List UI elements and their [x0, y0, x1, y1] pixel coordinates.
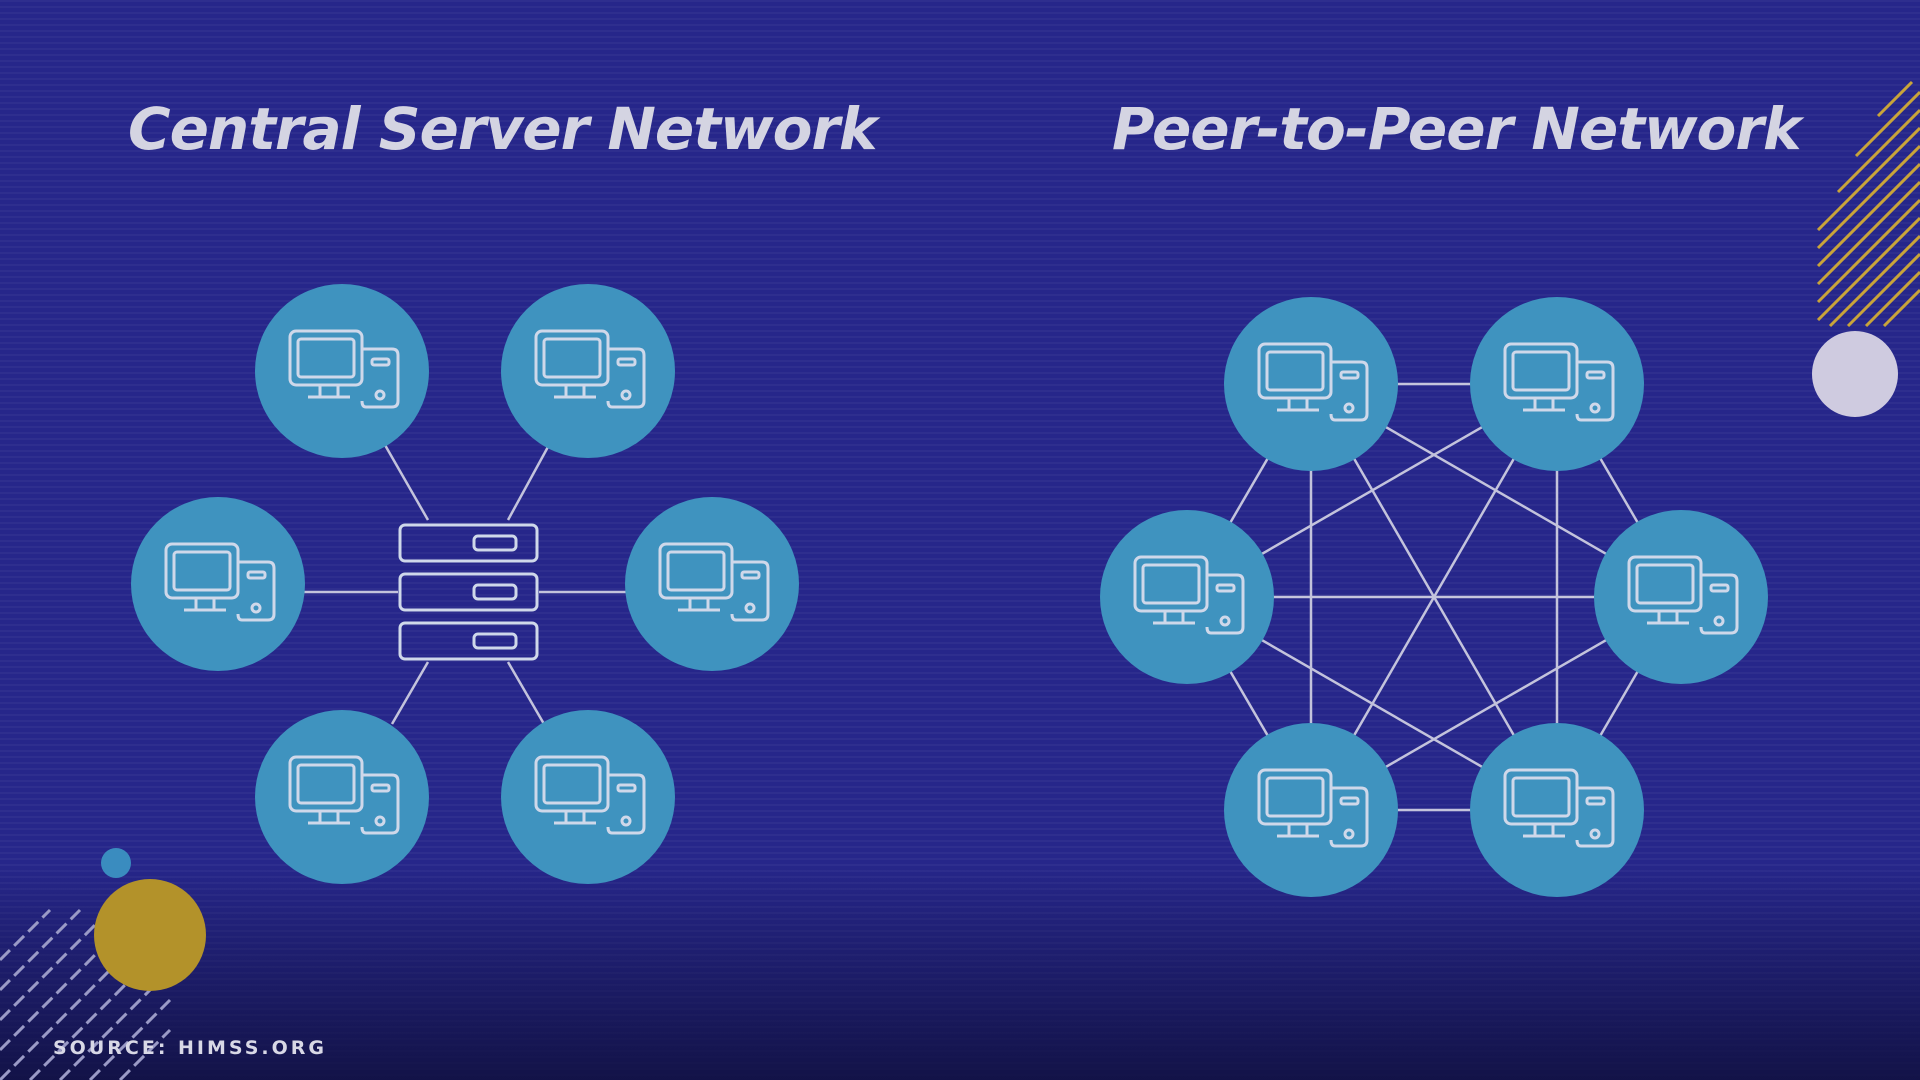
- computer-node: [1470, 723, 1644, 897]
- computer-node: [1100, 510, 1274, 684]
- decoration-circle-lavender: [1812, 331, 1898, 417]
- computer-node: [131, 497, 305, 671]
- central-server-network-title: Central Server Network: [128, 95, 878, 163]
- computer-node: [1224, 723, 1398, 897]
- server-icon: [398, 523, 539, 661]
- connection-line: [506, 661, 546, 725]
- central-connection-lines: [303, 444, 630, 725]
- computer-node: [1224, 297, 1398, 471]
- decoration-stripes-top-right: [1816, 80, 1920, 328]
- computer-node: [1594, 510, 1768, 684]
- computer-node: [501, 284, 675, 458]
- central-server-diagram: [131, 284, 799, 884]
- computer-node: [255, 710, 429, 884]
- computer-node: [625, 497, 799, 671]
- source-caption: SOURCE: HIMSS.ORG: [53, 1037, 328, 1059]
- computer-node: [255, 284, 429, 458]
- peer-to-peer-diagram: [1100, 297, 1768, 897]
- decoration-circle-teal: [101, 848, 131, 878]
- computer-node: [501, 710, 675, 884]
- peer-to-peer-network-title: Peer-to-Peer Network: [1112, 95, 1802, 163]
- decoration-circle-gold: [94, 879, 206, 991]
- connection-line: [506, 444, 551, 521]
- connection-line: [383, 444, 430, 521]
- computer-node: [1470, 297, 1644, 471]
- connection-line: [390, 661, 430, 725]
